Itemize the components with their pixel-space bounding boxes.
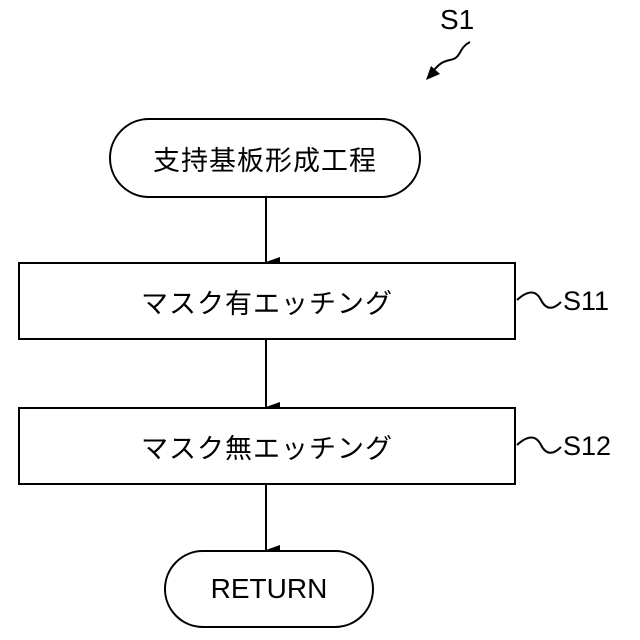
step-node-s11: マスク有エッチング [18, 262, 516, 340]
s11-leader-line [517, 293, 561, 308]
step-label-s12: S12 [563, 433, 611, 460]
start-node: 支持基板形成工程 [109, 118, 421, 198]
return-node: RETURN [164, 550, 374, 628]
step-node-s12: マスク無エッチング [18, 407, 516, 485]
process-label-s1: S1 [440, 6, 474, 34]
s1-leader-arrowhead [426, 66, 440, 80]
s12-leader-line [517, 438, 561, 453]
s1-leader-line [432, 42, 470, 72]
step-label-s11: S11 [563, 288, 609, 315]
